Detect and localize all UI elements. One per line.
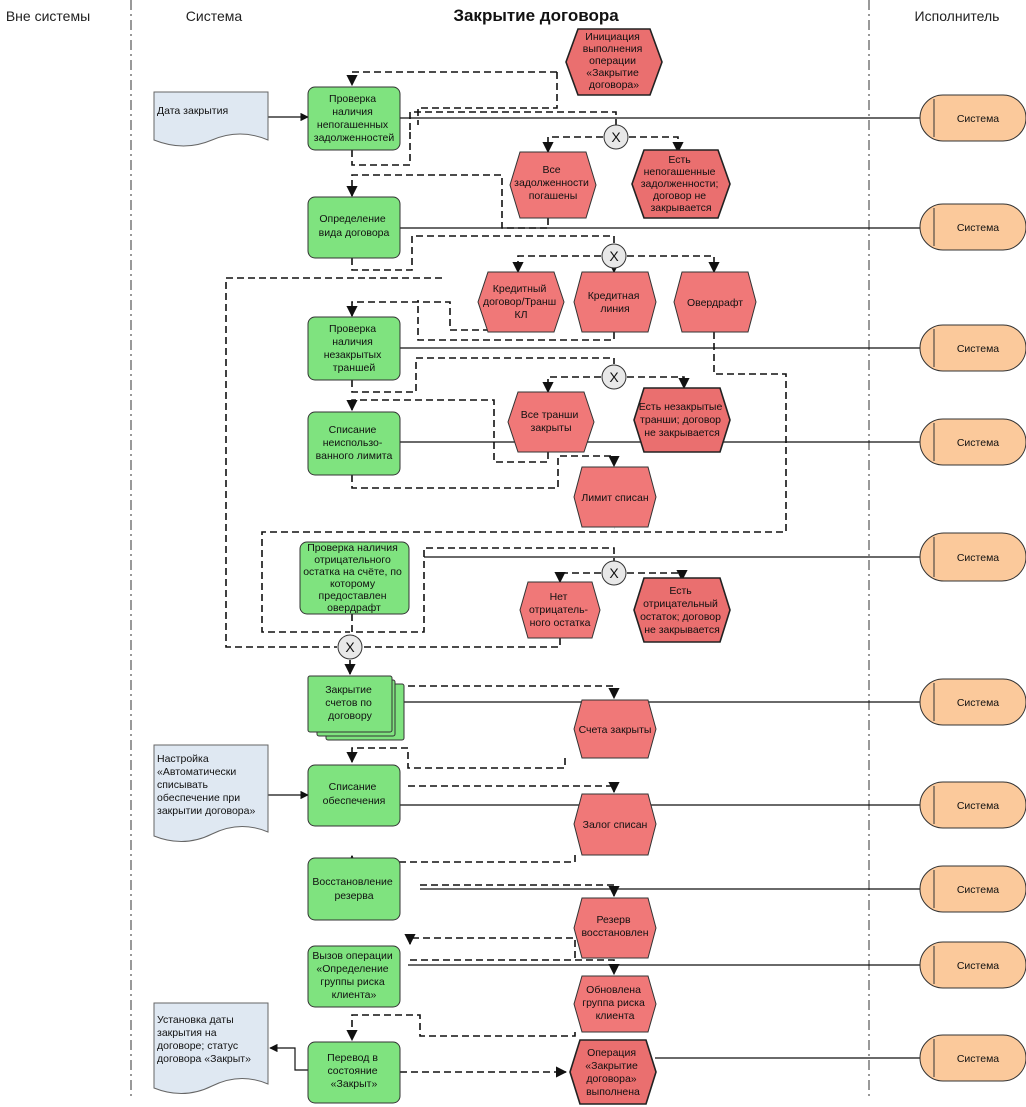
event-debts-paid-label: Все задолженности погашены (514, 164, 592, 202)
function-check-negative-balance: Проверка наличия отрицательного остатка … (299, 541, 410, 615)
function-check-debts-label: Проверка наличия непогашенных задолженно… (314, 93, 395, 144)
svg-text:Система: Система (957, 113, 999, 125)
function-determine-type-label: Определение вида договора (319, 213, 390, 239)
svg-text:X: X (609, 369, 619, 385)
actor-system: Система (919, 203, 1026, 251)
event-limit-written-off-label: Лимит списан (581, 492, 648, 504)
function-call-risk-group: Вызов операции «Определение группы риска… (307, 945, 401, 1008)
event-tranches-closed: Все транши закрыты (507, 391, 595, 453)
document-auto-collateral-setting-label: Настройка «Автоматически списывать обесп… (157, 753, 255, 817)
actor-system: Система (919, 941, 1026, 989)
function-close-accounts-label: Закрытие счетов по договору (325, 684, 375, 722)
svg-text:X: X (609, 248, 619, 264)
document-auto-collateral-setting: Настройка «Автоматически списывать обесп… (153, 744, 269, 842)
xor-gateway: X (603, 124, 629, 150)
event-debts-unpaid-label: Есть непогашенные задолженности; договор… (641, 154, 722, 214)
svg-text:Система: Система (957, 697, 999, 709)
svg-text:X: X (611, 129, 621, 145)
event-reserve-restored-label: Резерв восстановлен (581, 914, 648, 939)
document-set-closed-status: Установка даты закрытия на договоре; ста… (153, 1002, 269, 1094)
svg-text:Система: Система (957, 343, 999, 355)
event-collateral-written-off: Залог списан (573, 793, 657, 856)
event-negative-balance-label: Есть отрицательный остаток; договор не з… (640, 585, 724, 636)
svg-text:Система: Система (957, 437, 999, 449)
function-write-off-limit: Списание неиспользо- ванного лимита (307, 411, 401, 476)
xor-gateway: X (337, 634, 363, 660)
event-tranches-closed-label: Все транши закрыты (521, 409, 582, 434)
svg-text:X: X (345, 639, 355, 655)
event-debts-paid: Все задолженности погашены (509, 151, 597, 219)
svg-text:X: X (609, 565, 619, 581)
event-tranches-open-label: Есть незакрытые транши; договор не закры… (639, 401, 726, 439)
actor-links (268, 112, 921, 1071)
event-debts-unpaid: Есть непогашенные задолженности; договор… (631, 149, 731, 219)
document-closing-date-label: Дата закрытия (157, 105, 228, 117)
event-end-label: Операция «Закрытие договора» выполнена (585, 1047, 640, 1098)
actor-system: Система (919, 94, 1026, 142)
function-determine-type: Определение вида договора (307, 196, 401, 259)
event-risk-group-updated-label: Обновлена группа риска клиента (582, 984, 647, 1022)
event-start-label: Инициация выполнения операции «Закрытие … (583, 31, 645, 91)
function-check-tranches-label: Проверка наличия незакрытых траншей (324, 323, 385, 374)
function-restore-reserve: Восстановление резерва (307, 857, 401, 921)
function-write-off-limit-label: Списание неиспользо- ванного лимита (316, 424, 393, 462)
function-check-debts: Проверка наличия непогашенных задолженно… (307, 86, 401, 151)
actor-system: Система (919, 1034, 1026, 1082)
event-tranches-open: Есть незакрытые транши; договор не закры… (633, 387, 731, 453)
actor-system: Система (919, 781, 1026, 829)
function-write-off-collateral-label: Списание обеспечения (323, 781, 386, 807)
xor-gateway: X (601, 364, 627, 390)
event-credit-line-label: Кредитная линия (588, 290, 643, 315)
diagram-title: Закрытие договора (453, 6, 619, 25)
function-check-negative-balance-label: Проверка наличия отрицательного остатка … (303, 542, 405, 614)
lane-title-system: Система (186, 8, 243, 24)
event-overdraft-label: Овердрафт (687, 297, 743, 309)
svg-text:Система: Система (957, 884, 999, 896)
event-negative-balance: Есть отрицательный остаток; договор не з… (633, 577, 731, 643)
svg-text:Система: Система (957, 552, 999, 564)
lane-title-outside: Вне системы (6, 8, 90, 24)
svg-text:Система: Система (957, 960, 999, 972)
svg-text:Система: Система (957, 1053, 999, 1065)
event-no-negative-balance: Нет отрицатель- ного остатка (519, 581, 601, 639)
event-collateral-written-off-label: Залог списан (583, 819, 648, 831)
function-check-tranches: Проверка наличия незакрытых траншей (307, 316, 401, 381)
function-call-risk-group-label: Вызов операции «Определение группы риска… (312, 950, 395, 1001)
function-write-off-collateral: Списание обеспечения (307, 764, 401, 827)
actor-system: Система (919, 532, 1026, 582)
function-set-closed-label: Перевод в состояние «Закрыт» (327, 1052, 381, 1090)
function-restore-reserve-label: Восстановление резерва (312, 876, 395, 902)
event-limit-written-off: Лимит списан (573, 466, 657, 528)
actor-system: Система (919, 418, 1026, 466)
event-risk-group-updated: Обновлена группа риска клиента (573, 975, 657, 1033)
xor-gateway: X (601, 243, 627, 269)
function-set-closed: Перевод в состояние «Закрыт» (307, 1041, 401, 1104)
actor-system: Система (919, 865, 1026, 913)
actor-system: Система (919, 324, 1026, 372)
svg-text:Система: Система (957, 222, 999, 234)
document-set-closed-status-label: Установка даты закрытия на договоре; ста… (157, 1014, 251, 1065)
event-start: Инициация выполнения операции «Закрытие … (565, 28, 663, 96)
xor-gateway: X (601, 560, 627, 586)
document-closing-date: Дата закрытия (153, 91, 269, 147)
actor-system: Система (919, 678, 1026, 726)
event-accounts-closed: Счета закрыты (573, 699, 657, 759)
lane-title-executor: Исполнитель (915, 8, 1000, 24)
event-credit-line: Кредитная линия (573, 271, 657, 333)
event-credit-contract-label: Кредитный договор/Транш КЛ (483, 283, 559, 321)
event-accounts-closed-label: Счета закрыты (579, 724, 652, 736)
event-overdraft: Овердрафт (673, 271, 757, 333)
event-reserve-restored: Резерв восстановлен (573, 897, 657, 959)
event-credit-contract: Кредитный договор/Транш КЛ (477, 271, 565, 333)
event-no-negative-balance-label: Нет отрицатель- ного остатка (529, 591, 591, 629)
event-end: Операция «Закрытие договора» выполнена (569, 1039, 657, 1105)
function-close-accounts: Закрытие счетов по договору (307, 675, 405, 741)
svg-text:Система: Система (957, 800, 999, 812)
